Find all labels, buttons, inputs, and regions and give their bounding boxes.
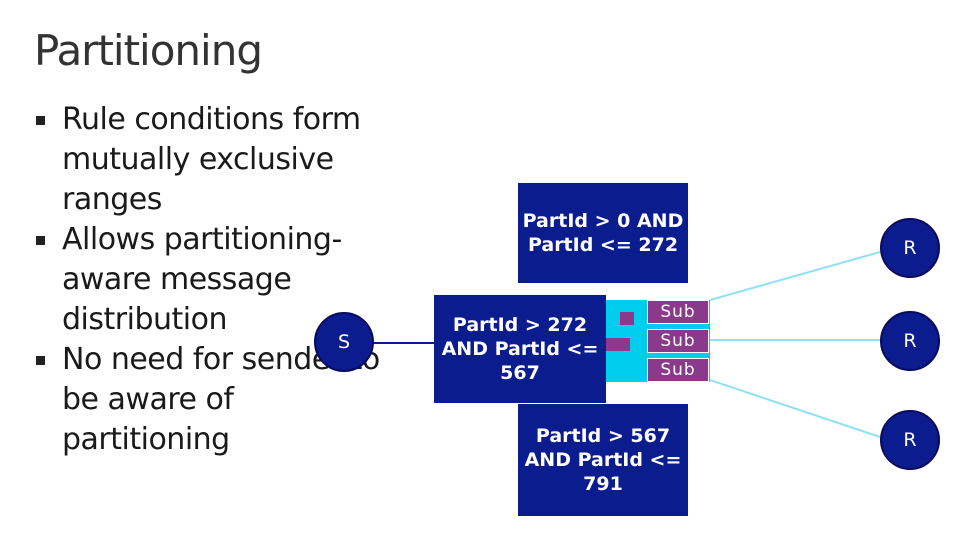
square-bullet-icon — [36, 116, 45, 125]
partition-rule-2: PartId > 272 AND PartId <= 567 — [434, 295, 606, 403]
receiver-node: R — [880, 410, 940, 470]
subscription-tag — [604, 338, 630, 351]
subscription-tag — [620, 312, 634, 325]
bullet-text: Rule conditions form mutually exclusive … — [62, 102, 361, 217]
rule-text: PartId > 0 AND PartId <= 272 — [522, 210, 684, 256]
rule-text: PartId > 272 AND PartId <= 567 — [441, 314, 599, 384]
sub-to-receiver-line-1 — [709, 251, 881, 301]
receiver-node: R — [880, 218, 940, 278]
partition-rule-3: PartId > 567 AND PartId <= 791 — [518, 404, 688, 516]
slide-title: Partitioning — [34, 26, 263, 75]
partition-rule-1: PartId > 0 AND PartId <= 272 — [518, 183, 688, 283]
subscription-box: Sub — [647, 329, 709, 353]
bullet-text: Allows partitioning-aware message distri… — [62, 222, 342, 337]
square-bullet-icon — [36, 356, 45, 365]
bullet-item: Allows partitioning-aware message distri… — [36, 220, 396, 340]
square-bullet-icon — [36, 236, 45, 245]
subscription-box: Sub — [647, 358, 709, 382]
receiver-node: R — [880, 311, 940, 371]
subscription-box: Sub — [647, 300, 709, 324]
sub-to-receiver-line-3 — [709, 379, 881, 438]
bullet-item: Rule conditions form mutually exclusive … — [36, 100, 396, 220]
rule-text: PartId > 567 AND PartId <= 791 — [524, 425, 682, 495]
sender-node: S — [314, 312, 374, 372]
